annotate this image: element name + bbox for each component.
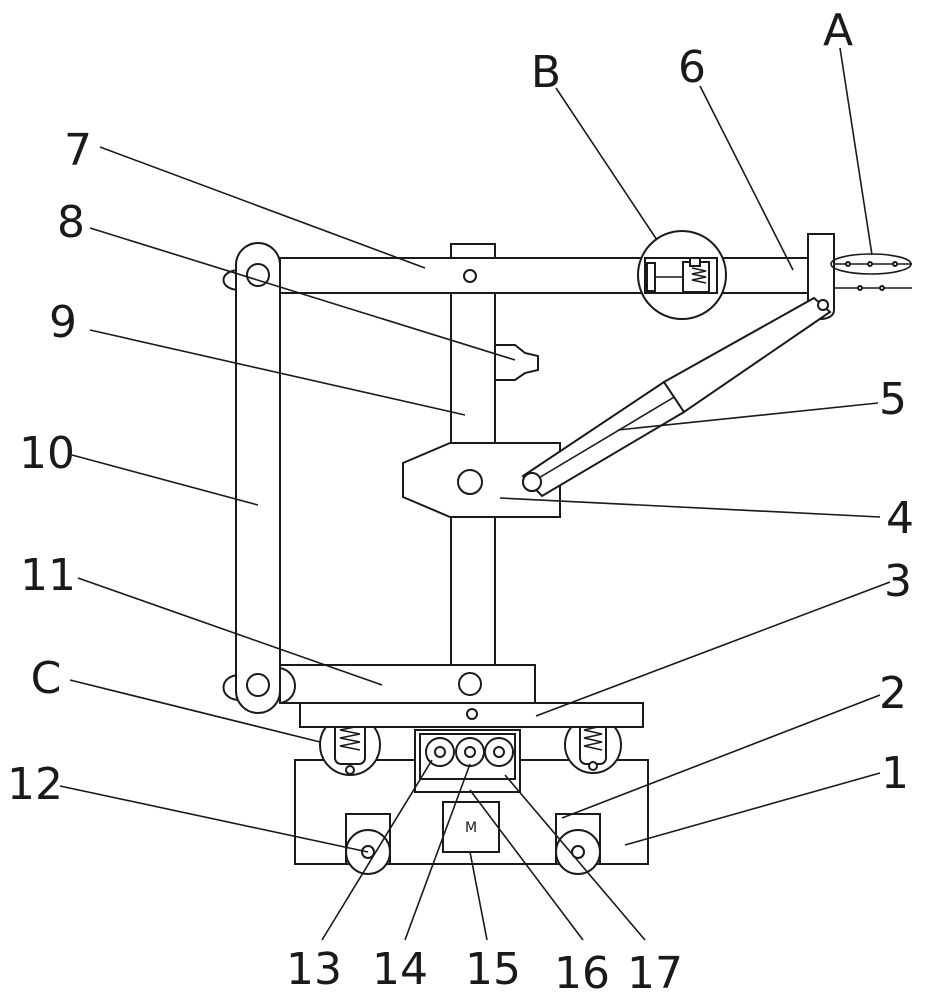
label-14: 14 bbox=[372, 944, 428, 995]
platform bbox=[299, 702, 644, 728]
label-7: 7 bbox=[64, 125, 92, 176]
wheel-right bbox=[555, 813, 601, 875]
label-16: 16 bbox=[554, 948, 610, 999]
bottom-link-bar bbox=[279, 664, 536, 704]
label-4: 4 bbox=[886, 493, 914, 544]
detail-circle-b bbox=[637, 230, 727, 320]
label-13: 13 bbox=[286, 944, 342, 995]
label-2: 2 bbox=[879, 668, 907, 719]
motor: M bbox=[442, 801, 500, 853]
label-8: 8 bbox=[57, 197, 85, 248]
label-A: A bbox=[823, 5, 853, 56]
leader-lines bbox=[59, 47, 891, 941]
label-15: 15 bbox=[465, 944, 521, 995]
label-11: 11 bbox=[20, 550, 76, 601]
label-3: 3 bbox=[884, 556, 912, 607]
gear-box bbox=[414, 729, 521, 793]
label-9: 9 bbox=[49, 297, 77, 348]
label-17: 17 bbox=[627, 948, 683, 999]
label-C: C bbox=[31, 653, 62, 704]
hydraulic-cylinder bbox=[521, 296, 832, 498]
label-1: 1 bbox=[881, 748, 909, 799]
label-10: 10 bbox=[19, 428, 75, 479]
motor-label: M bbox=[465, 820, 477, 836]
label-5: 5 bbox=[879, 374, 907, 425]
detail-a-tool bbox=[830, 253, 912, 291]
label-B: B bbox=[531, 47, 561, 98]
label-6: 6 bbox=[678, 42, 706, 93]
nozzle bbox=[494, 344, 539, 381]
top-arm bbox=[279, 233, 835, 320]
label-12: 12 bbox=[7, 759, 63, 810]
part-labels: A B 6 7 8 9 5 10 4 11 3 C 2 1 12 13 14 1… bbox=[7, 5, 914, 999]
